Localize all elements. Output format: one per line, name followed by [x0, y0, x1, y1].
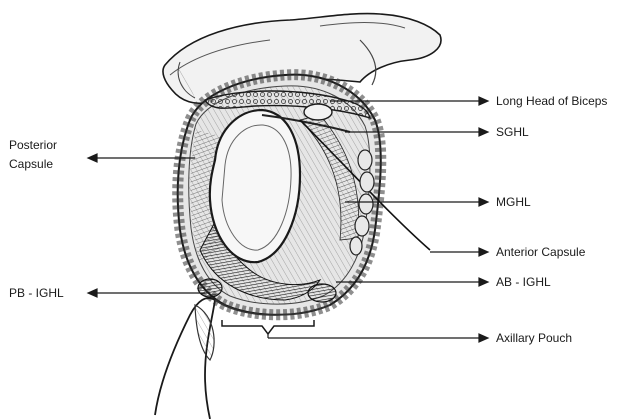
- label-sghl: SGHL: [496, 125, 529, 140]
- label-pb-ighl: PB - IGHL: [9, 286, 64, 301]
- label-axillary-pouch: Axillary Pouch: [496, 331, 572, 346]
- label-mghl: MGHL: [496, 195, 531, 210]
- label-anterior-capsule: Anterior Capsule: [496, 245, 585, 260]
- label-posterior-capsule-line2: Capsule: [9, 157, 53, 172]
- ab-ighl-band: [308, 284, 336, 302]
- axillary-pouch-bracket: [222, 320, 314, 334]
- pb-ighl-band: [198, 279, 222, 297]
- label-ab-ighl: AB - IGHL: [496, 275, 551, 290]
- label-long-head-of-biceps: Long Head of Biceps: [496, 94, 607, 109]
- label-posterior-capsule-line1: Posterior: [9, 138, 57, 153]
